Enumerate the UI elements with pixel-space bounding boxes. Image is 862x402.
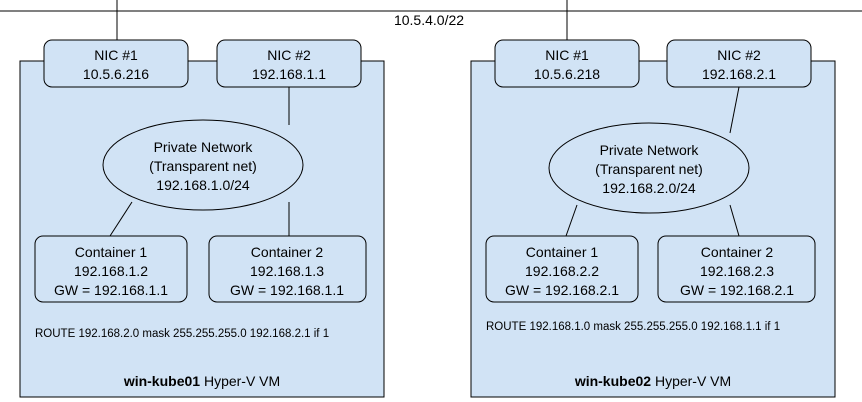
vm-host-name: win-kube02: [574, 373, 651, 389]
nic-name: NIC #1: [545, 47, 589, 63]
nic2-box: NIC #2 192.168.2.1: [666, 39, 812, 88]
private-network-cidr: 192.168.1.0/24: [156, 177, 250, 193]
container-gateway: GW = 192.168.1.1: [54, 282, 168, 298]
route-command: ROUTE 192.168.1.0 mask 255.255.255.0 192…: [486, 321, 780, 333]
vm-box: [470, 60, 836, 398]
container-name: Container 2: [701, 244, 774, 260]
private-network-type: (Transparent net): [595, 161, 703, 177]
nic1-box: NIC #1 10.5.6.216: [43, 39, 189, 88]
container-name: Container 2: [251, 244, 324, 260]
container-ip: 192.168.1.3: [250, 263, 324, 279]
container-gateway: GW = 192.168.2.1: [505, 282, 619, 298]
nic-ip: 192.168.2.1: [702, 66, 776, 82]
container-ip: 192.168.2.3: [700, 263, 774, 279]
vm-host-type: Hyper-V VM: [651, 373, 731, 389]
private-network-ellipse: Private Network (Transparent net) 192.16…: [548, 122, 750, 214]
link-private-network-container2: [729, 204, 740, 237]
container-name: Container 1: [75, 244, 148, 260]
vm-host-name: win-kube01: [123, 373, 200, 389]
vm-title: win-kube01 Hyper-V VM: [123, 373, 280, 389]
nic2-box: NIC #2 192.168.1.1: [216, 39, 362, 88]
container-gateway: GW = 192.168.1.1: [230, 282, 344, 298]
nic-ip: 10.5.6.216: [83, 66, 149, 82]
container-ip: 192.168.2.2: [525, 263, 599, 279]
private-network-ellipse: Private Network (Transparent net) 192.16…: [102, 119, 304, 211]
nic-ip: 10.5.6.218: [534, 66, 600, 82]
container1-box: Container 1 192.168.2.2 GW = 192.168.2.1: [485, 235, 639, 303]
container1-box: Container 1 192.168.1.2 GW = 192.168.1.1: [34, 235, 188, 303]
vm-title: win-kube02 Hyper-V VM: [574, 373, 731, 389]
link-private-network-container1: [565, 204, 578, 237]
nic-name: NIC #1: [94, 47, 138, 63]
vm-win-kube01: NIC #1 10.5.6.216 NIC #2 192.168.1.1 Pri…: [19, 39, 385, 398]
private-network-type: (Transparent net): [149, 158, 257, 174]
route-command: ROUTE 192.168.2.0 mask 255.255.255.0 192…: [35, 328, 329, 340]
nic1-box: NIC #1 10.5.6.218: [494, 39, 640, 88]
container-gateway: GW = 192.168.2.1: [680, 282, 794, 298]
vm-win-kube02: NIC #1 10.5.6.218 NIC #2 192.168.2.1 Pri…: [470, 39, 836, 398]
nic-ip: 192.168.1.1: [252, 66, 326, 82]
container-ip: 192.168.1.2: [74, 263, 148, 279]
private-network-cidr: 192.168.2.0/24: [602, 180, 696, 196]
nic-name: NIC #2: [717, 47, 761, 63]
vm-host-type: Hyper-V VM: [200, 373, 280, 389]
private-network-name: Private Network: [600, 142, 700, 158]
container-name: Container 1: [526, 244, 599, 260]
link-private-network-container1: [109, 201, 133, 237]
vm-box: [19, 60, 385, 398]
subnet-label: 10.5.4.0/22: [394, 12, 464, 28]
private-network-name: Private Network: [154, 139, 254, 155]
nic-name: NIC #2: [267, 47, 311, 63]
link-nic2-private-network: [729, 86, 740, 134]
container2-box: Container 2 192.168.2.3 GW = 192.168.2.1: [657, 235, 816, 303]
container2-box: Container 2 192.168.1.3 GW = 192.168.1.1: [208, 235, 367, 303]
